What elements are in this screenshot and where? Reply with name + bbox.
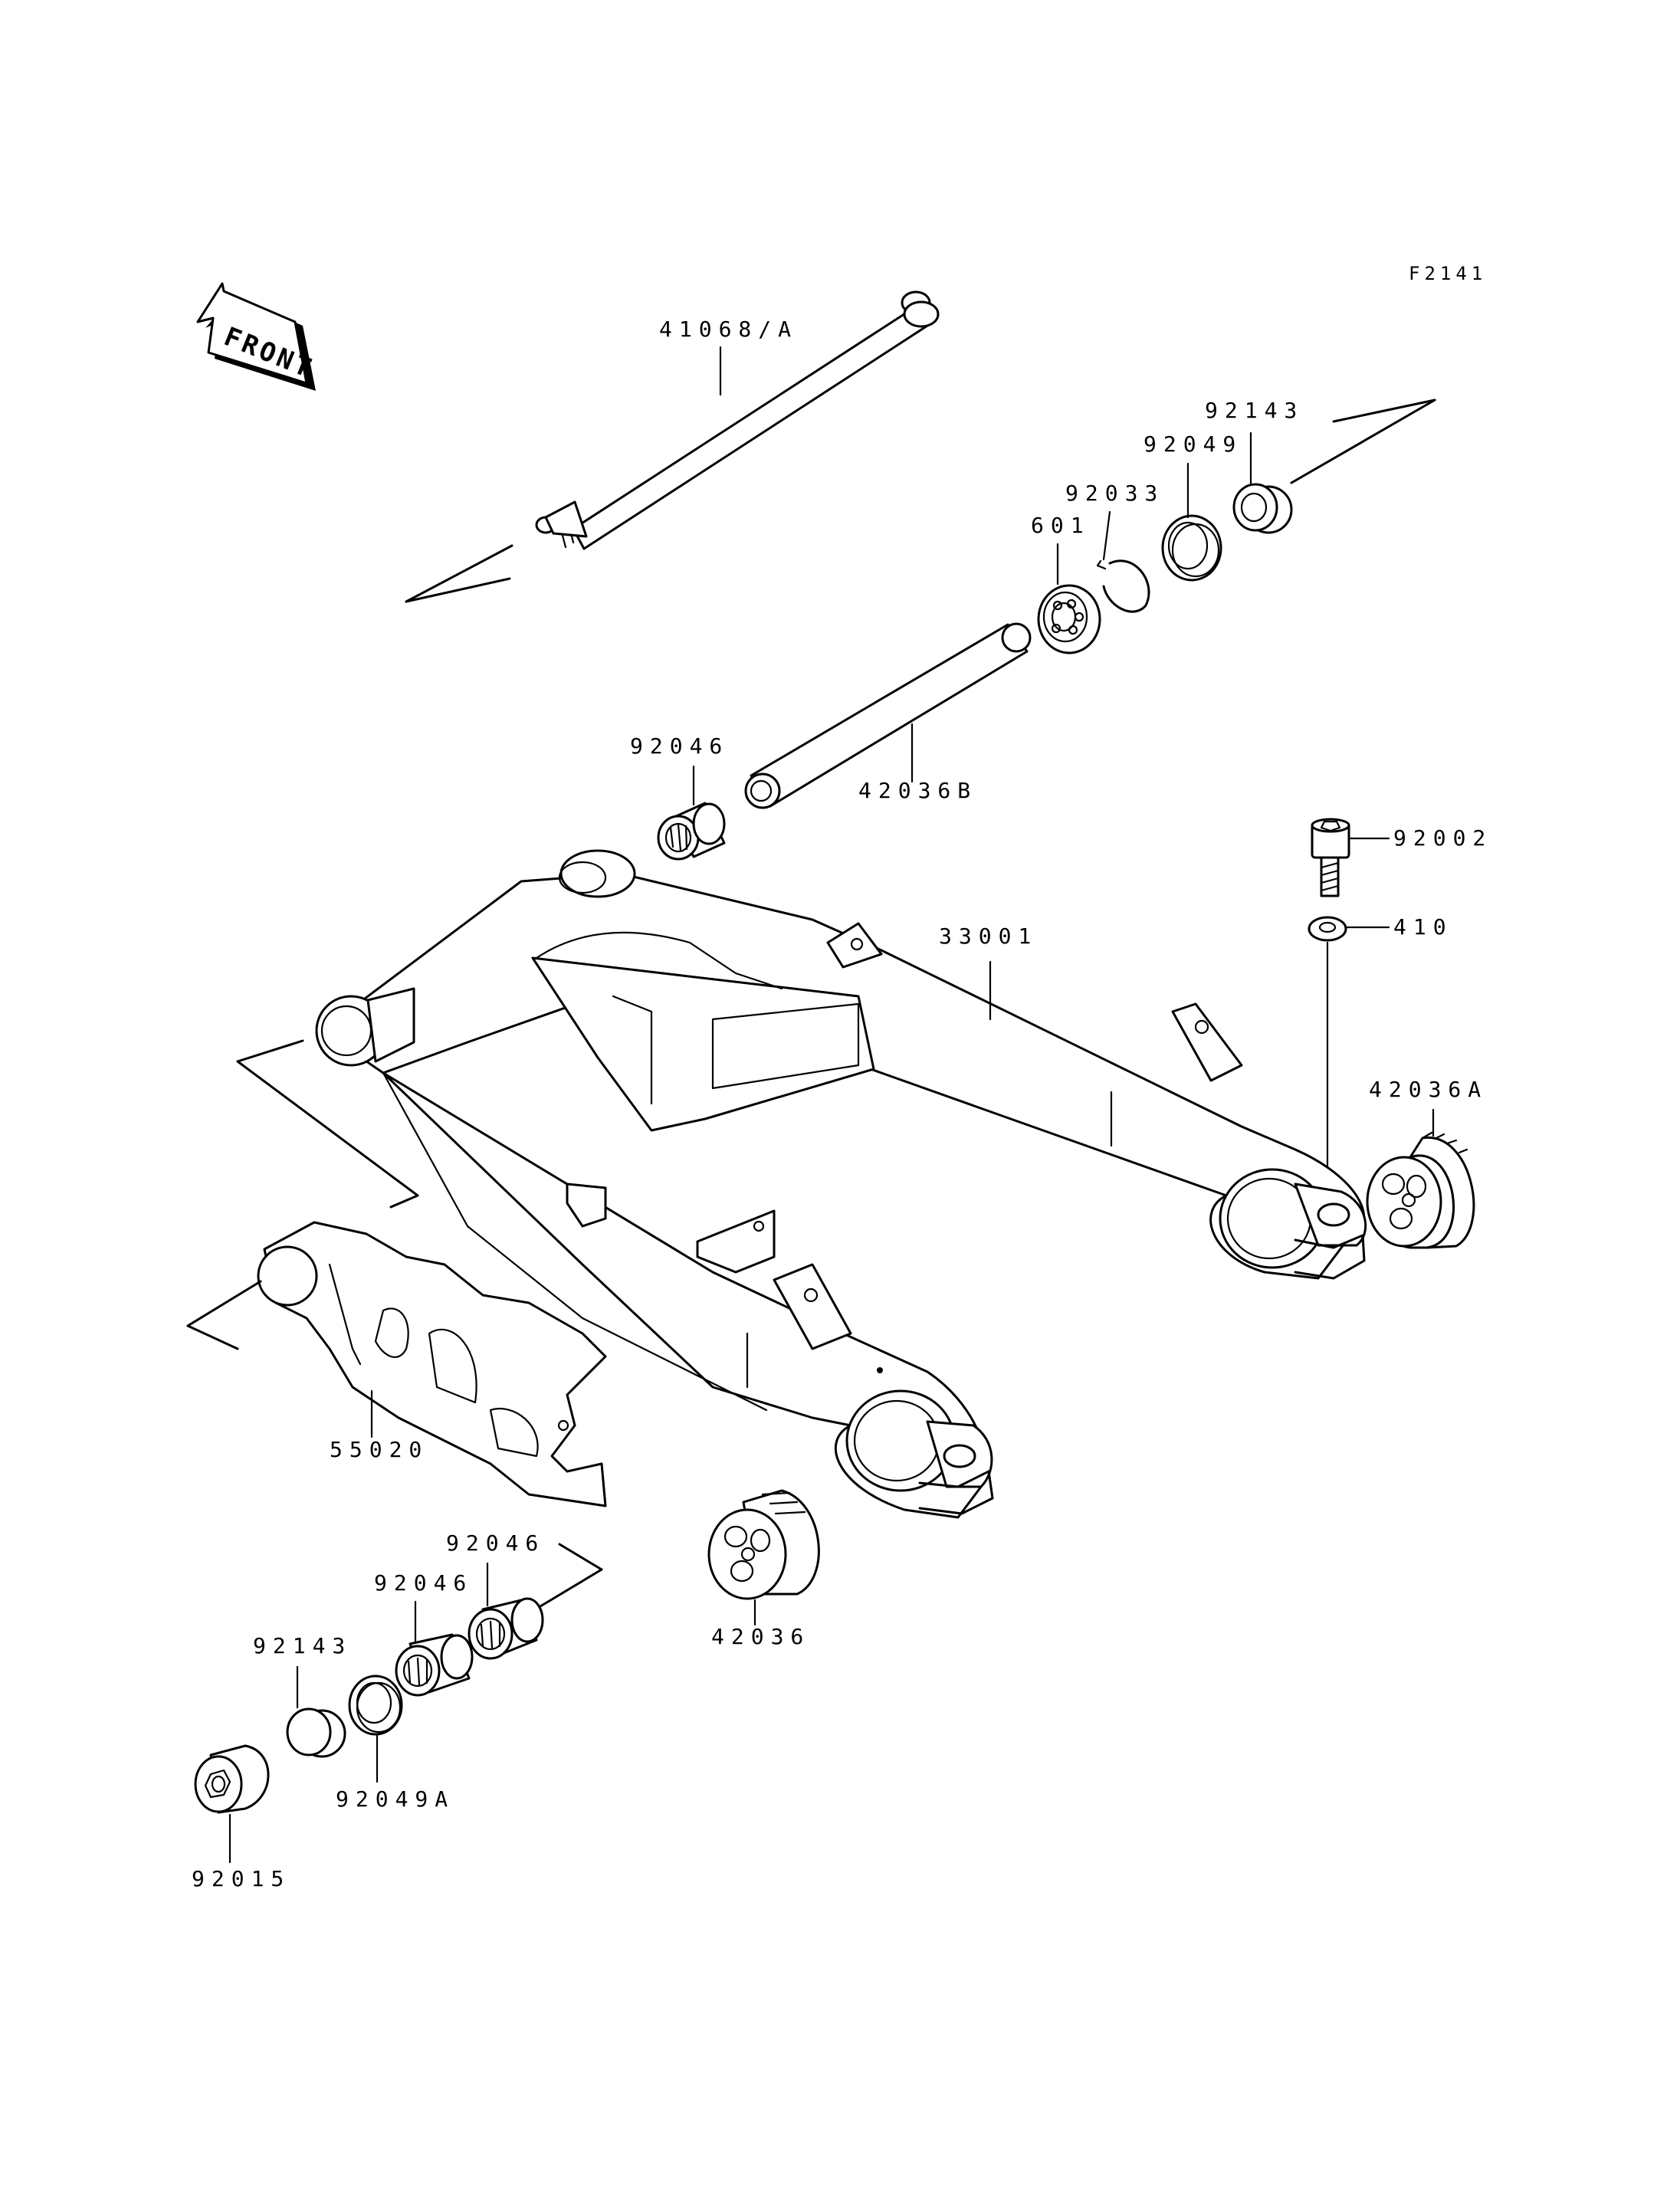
label-41068a: 41068/A xyxy=(659,317,799,342)
label-92046-a: 92046 xyxy=(374,1570,474,1596)
circlip-92033 xyxy=(1096,559,1150,613)
label-42036: 42036 xyxy=(711,1624,811,1649)
guide-line-top-right-b xyxy=(1290,399,1436,484)
label-92143-top: 92143 xyxy=(1205,398,1304,423)
needle-bearing-92046-top xyxy=(657,802,726,861)
bolt-92002 xyxy=(1311,818,1350,897)
needle-bearing-92046-a xyxy=(395,1633,474,1697)
label-92046-b: 92046 xyxy=(446,1530,546,1556)
label-92049: 92049 xyxy=(1144,431,1243,457)
nut-92015 xyxy=(194,1744,270,1814)
seal-92049a xyxy=(348,1675,403,1736)
label-92033: 92033 xyxy=(1065,481,1165,506)
label-42036b: 42036B xyxy=(858,778,978,803)
needle-bearing-92046-b xyxy=(468,1597,544,1660)
label-42036a: 42036A xyxy=(1369,1077,1488,1102)
collar-92143-top xyxy=(1232,483,1293,534)
washer-410 xyxy=(1308,916,1347,942)
bushing-42036a xyxy=(1366,1131,1475,1249)
guide-line-pivot-b xyxy=(236,1060,419,1197)
bushing-42036 xyxy=(707,1489,820,1600)
guide-line-bottom-b xyxy=(527,1568,603,1615)
guide-line-bottom-a xyxy=(558,1543,603,1571)
seal-92049 xyxy=(1161,514,1222,582)
label-92002: 92002 xyxy=(1393,825,1493,851)
label-92046-top: 92046 xyxy=(630,733,730,759)
bearing-601 xyxy=(1037,584,1101,654)
front-arrow-icon: FRONT xyxy=(196,282,318,391)
label-92049a: 92049A xyxy=(336,1786,455,1812)
collar-tube-42036b xyxy=(744,622,1032,809)
guide-line-pivot-c xyxy=(389,1194,419,1209)
guide-line-55020-b xyxy=(186,1324,239,1350)
collar-92143-bottom xyxy=(286,1707,346,1758)
guide-line-pivot-a xyxy=(236,1039,304,1063)
guide-line-top-right-a xyxy=(1332,399,1436,423)
label-55020: 55020 xyxy=(330,1437,429,1462)
pivot-shaft xyxy=(405,290,940,603)
leader-92033 xyxy=(1102,510,1111,561)
label-601: 601 xyxy=(1031,513,1091,538)
chain-guard-55020 xyxy=(257,1221,607,1507)
label-410: 410 xyxy=(1393,914,1453,940)
figure-code: F2141 xyxy=(1409,263,1488,284)
guide-line-55020-a xyxy=(186,1280,262,1327)
swingarm-33001 xyxy=(315,849,1367,1519)
label-92143-bottom: 92143 xyxy=(253,1633,353,1658)
label-33001: 33001 xyxy=(939,923,1039,949)
label-92015: 92015 xyxy=(192,1866,291,1891)
